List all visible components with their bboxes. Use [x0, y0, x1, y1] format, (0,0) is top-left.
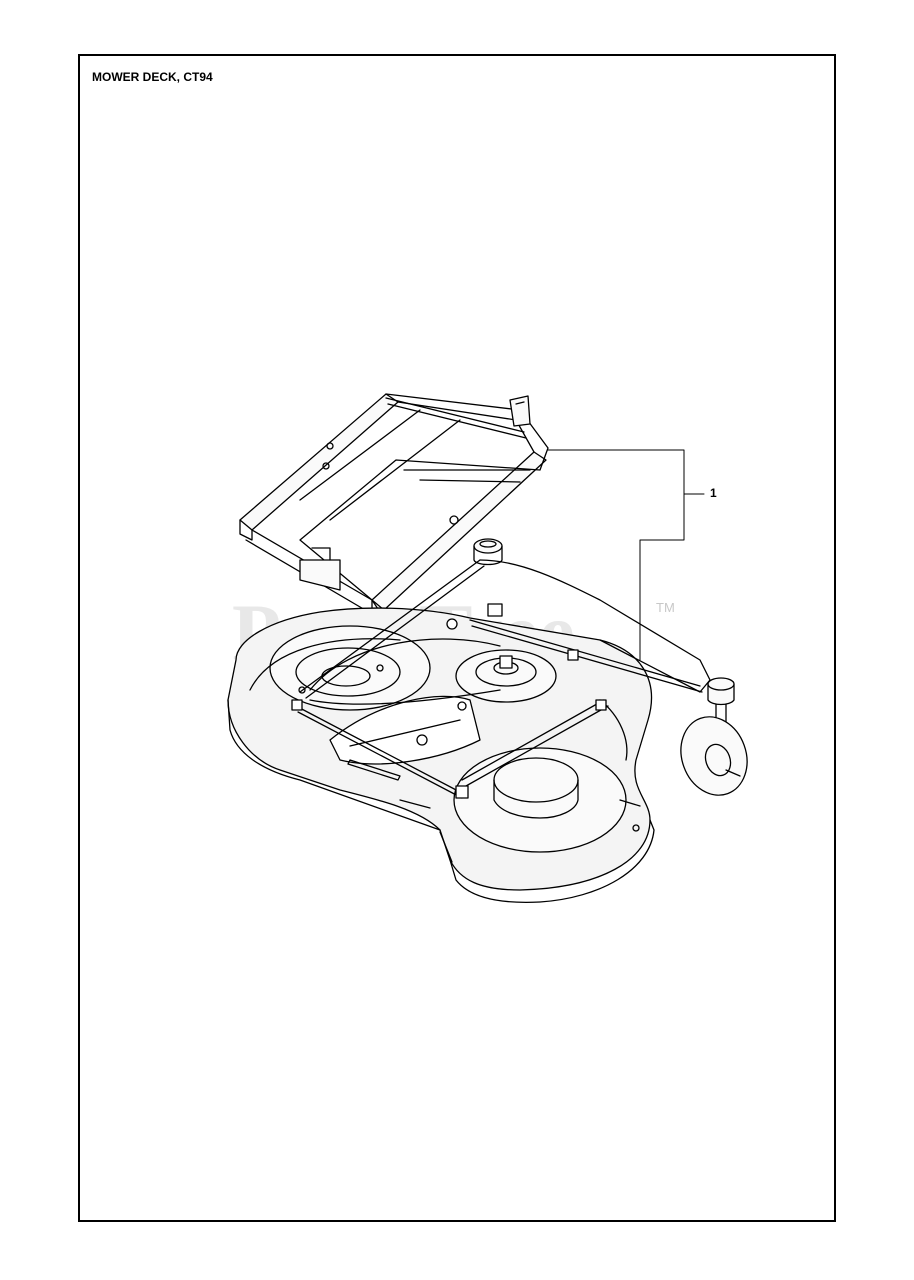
- watermark-trademark: TM: [656, 600, 675, 615]
- caster-wheel: [680, 677, 748, 796]
- drawing-frame: MOWER DECK, CT94: [78, 54, 836, 1222]
- callout-leader: [547, 449, 705, 661]
- lift-frame: [239, 393, 549, 615]
- page-title: MOWER DECK, CT94: [92, 70, 213, 84]
- callout-label-1: 1: [710, 486, 717, 500]
- anti-scalp-roller-left: [473, 538, 503, 566]
- linkage-rods: [291, 559, 711, 799]
- deck-housing: [227, 607, 655, 904]
